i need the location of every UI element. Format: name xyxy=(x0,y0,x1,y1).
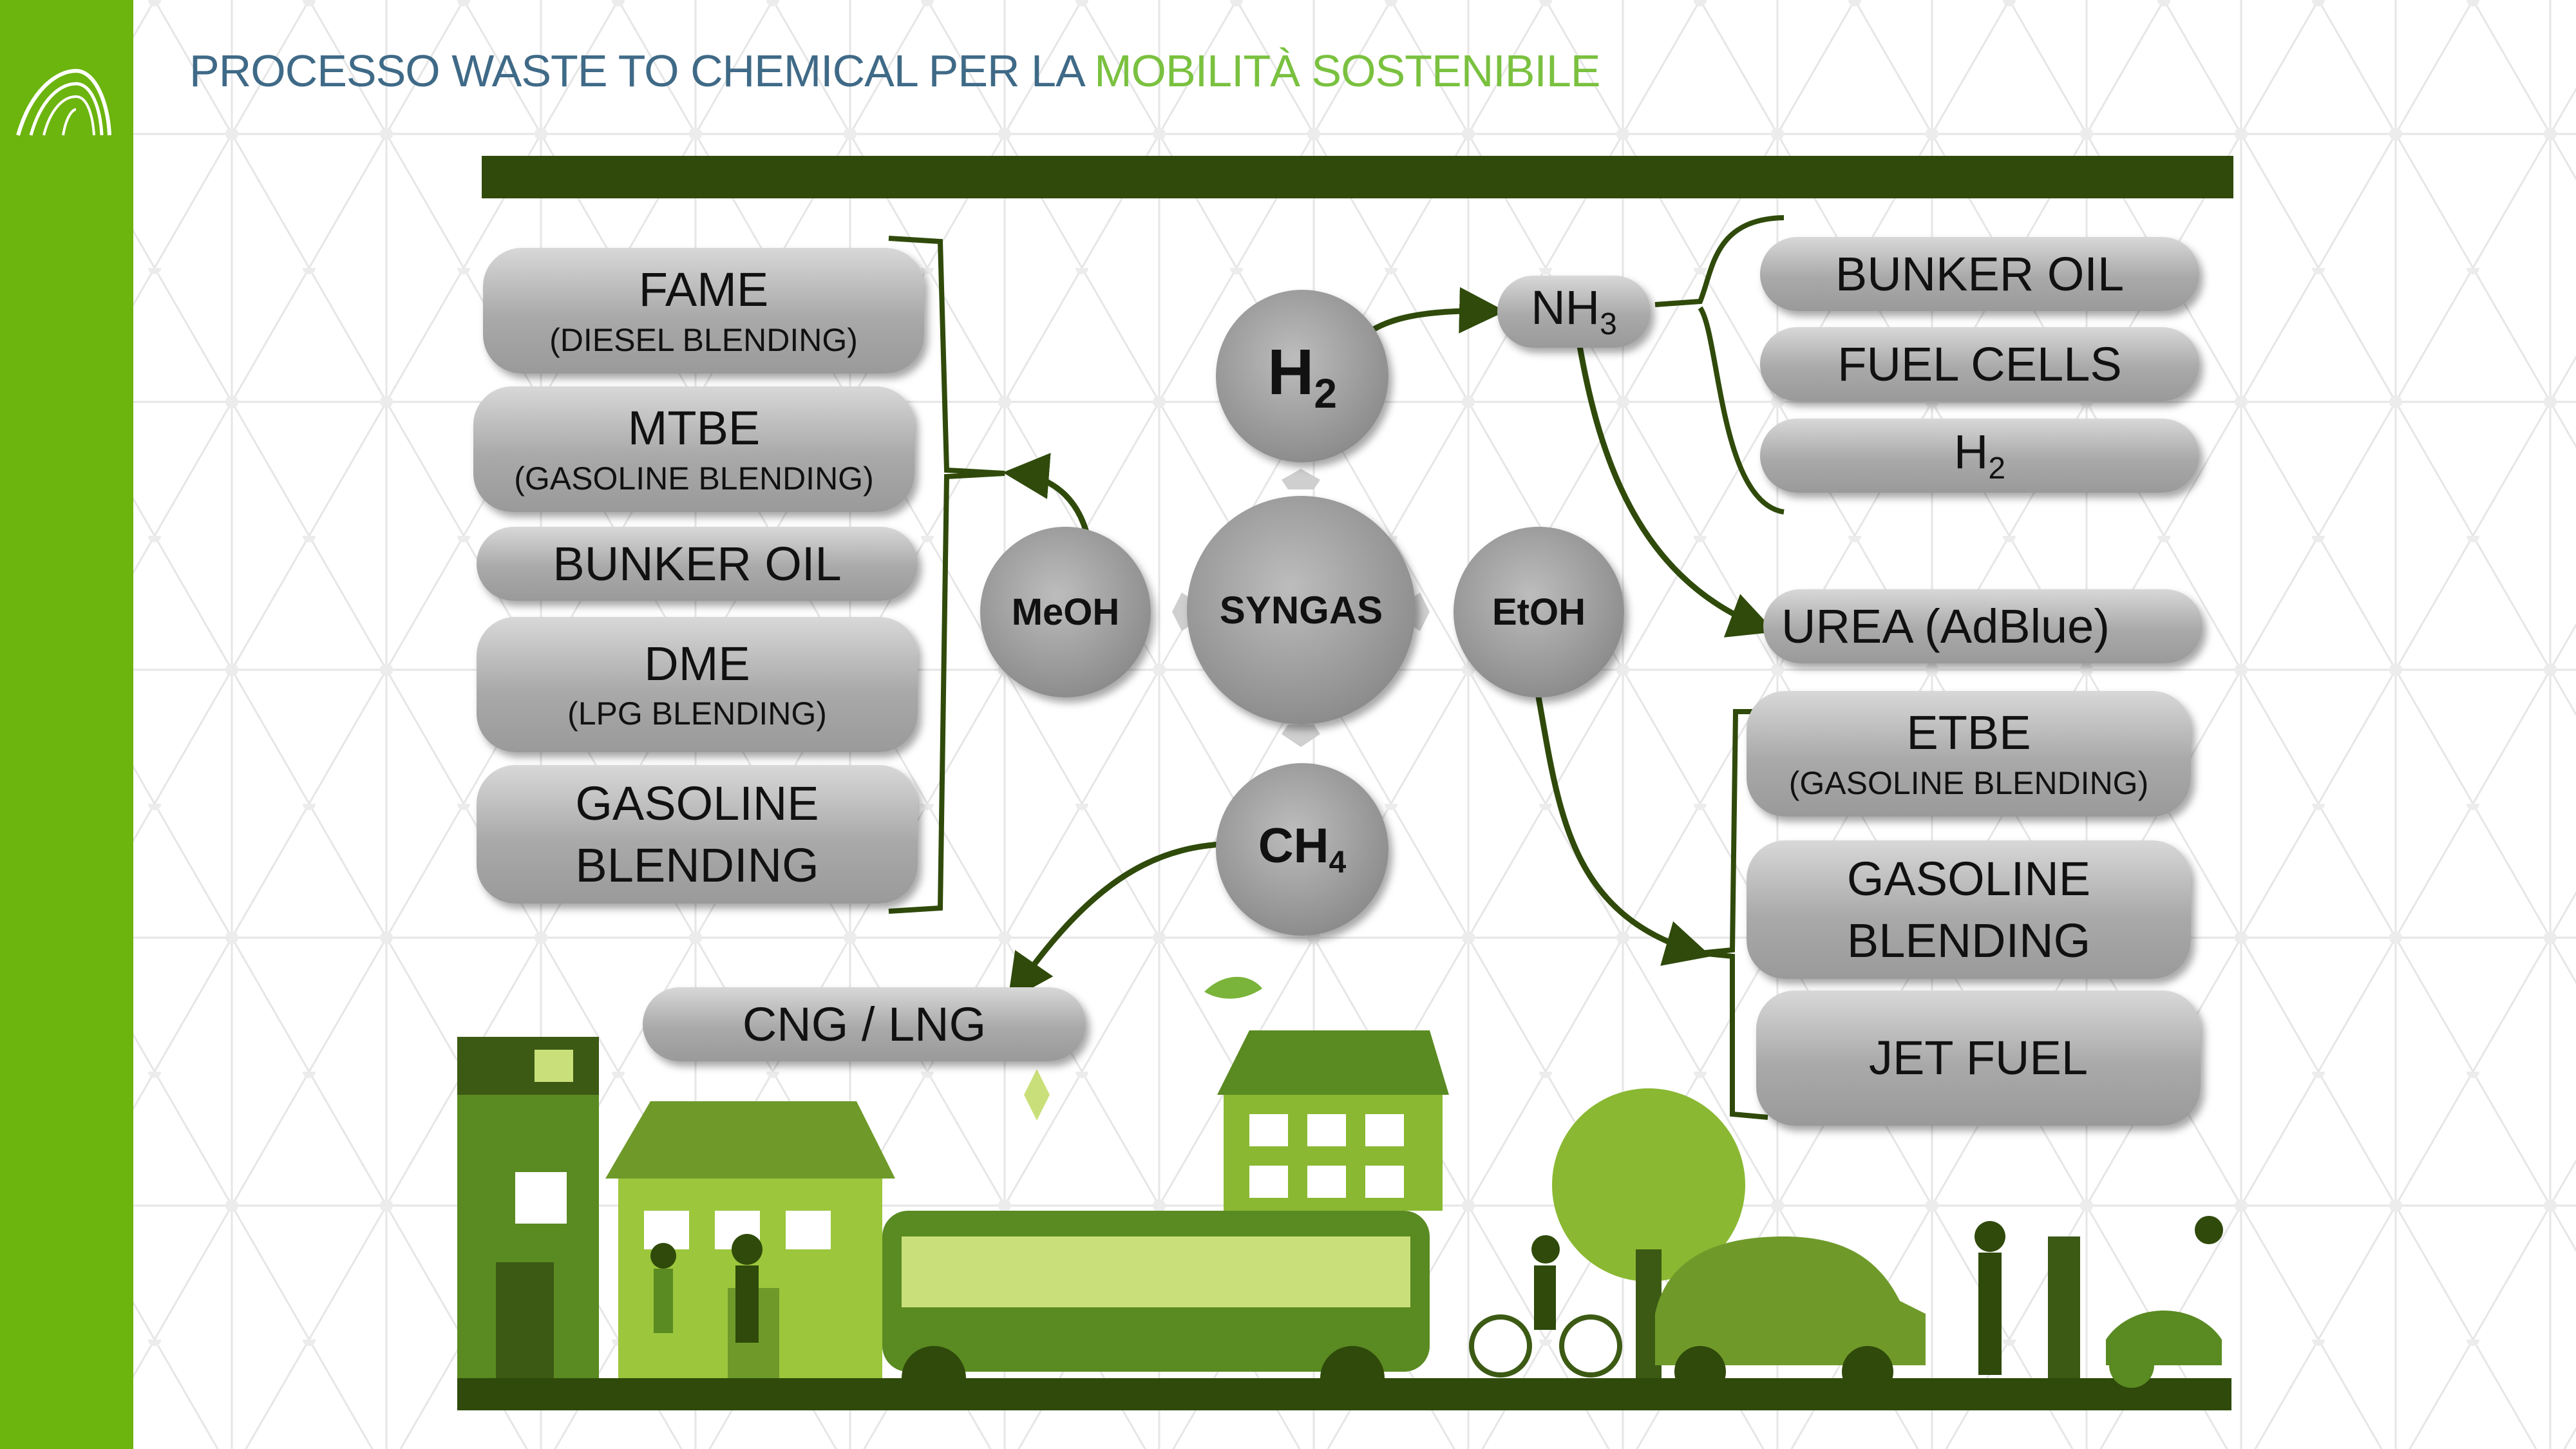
mtbe-pill: MTBE (GASOLINE BLENDING) xyxy=(473,386,914,512)
syngas-label: SYNGAS xyxy=(1219,589,1383,632)
sidebar xyxy=(0,0,133,1449)
dme-label: DME xyxy=(644,636,750,690)
bunker-oil-left-label: BUNKER OIL xyxy=(553,536,842,591)
nh3-label: NH3 xyxy=(1531,281,1617,341)
dme-sub: (LPG BLENDING) xyxy=(567,696,827,732)
blending-left-label: BLENDING xyxy=(575,838,819,892)
h2-product-label: H2 xyxy=(1953,424,2006,486)
bunker-oil-right-pill: BUNKER OIL xyxy=(1760,237,2199,311)
urea-label: UREA (AdBlue) xyxy=(1781,599,2110,653)
sustainable-city-illustration-icon xyxy=(457,976,2231,1410)
syngas-node: SYNGAS xyxy=(1187,496,1416,724)
bunker-oil-left-pill: BUNKER OIL xyxy=(477,527,918,601)
gasoline-right-label: GASOLINE xyxy=(1846,852,2091,906)
mtbe-sub: (GASOLINE BLENDING) xyxy=(514,460,874,497)
top-bar xyxy=(482,156,2233,198)
dme-pill: DME (LPG BLENDING) xyxy=(477,617,918,752)
gasoline-left-label: GASOLINE xyxy=(575,777,819,831)
cng-lng-label: CNG / LNG xyxy=(742,997,987,1051)
urea-pill: UREA (AdBlue) xyxy=(1763,589,2202,663)
gasoline-blending-left-pill: GASOLINE BLENDING xyxy=(477,765,918,904)
mtbe-label: MTBE xyxy=(627,401,761,455)
meoh-label: MeOH xyxy=(1011,591,1120,633)
title-accent: MOBILITÀ SOSTENIBILE xyxy=(1094,46,1600,96)
meoh-node: MeOH xyxy=(980,527,1151,697)
jet-fuel-label: JET FUEL xyxy=(1869,1031,2088,1085)
nh3-node: NH3 xyxy=(1497,276,1651,348)
etbe-label: ETBE xyxy=(1906,706,2031,760)
h2-product-pill: H2 xyxy=(1760,419,2199,493)
jet-fuel-pill: JET FUEL xyxy=(1756,990,2201,1126)
etoh-node: EtOH xyxy=(1454,527,1624,697)
page-title: PROCESSO WASTE TO CHEMICAL PER LA MOBILI… xyxy=(189,45,1600,97)
gasoline-blending-right-pill: GASOLINE BLENDING xyxy=(1747,840,2191,979)
ch4-label: CH4 xyxy=(1258,819,1347,880)
arch-logo-icon xyxy=(16,68,111,136)
h2-node: H2 xyxy=(1216,290,1388,462)
blending-right-label: BLENDING xyxy=(1846,913,2091,967)
h2-label: H2 xyxy=(1267,336,1337,417)
fuel-cells-label: FUEL CELLS xyxy=(1837,337,2122,391)
bunker-oil-right-label: BUNKER OIL xyxy=(1835,247,2125,301)
fame-pill: FAME (DIESEL BLENDING) xyxy=(483,248,924,374)
fame-sub: (DIESEL BLENDING) xyxy=(549,321,858,358)
cng-lng-pill: CNG / LNG xyxy=(643,987,1086,1061)
fuel-cells-pill: FUEL CELLS xyxy=(1760,327,2199,401)
ch4-node: CH4 xyxy=(1216,763,1388,936)
etbe-pill: ETBE (GASOLINE BLENDING) xyxy=(1747,691,2191,817)
fame-label: FAME xyxy=(638,263,769,317)
etbe-sub: (GASOLINE BLENDING) xyxy=(1788,764,2149,801)
title-part1: PROCESSO WASTE TO CHEMICAL PER LA xyxy=(189,46,1095,96)
etoh-label: EtOH xyxy=(1492,591,1586,633)
